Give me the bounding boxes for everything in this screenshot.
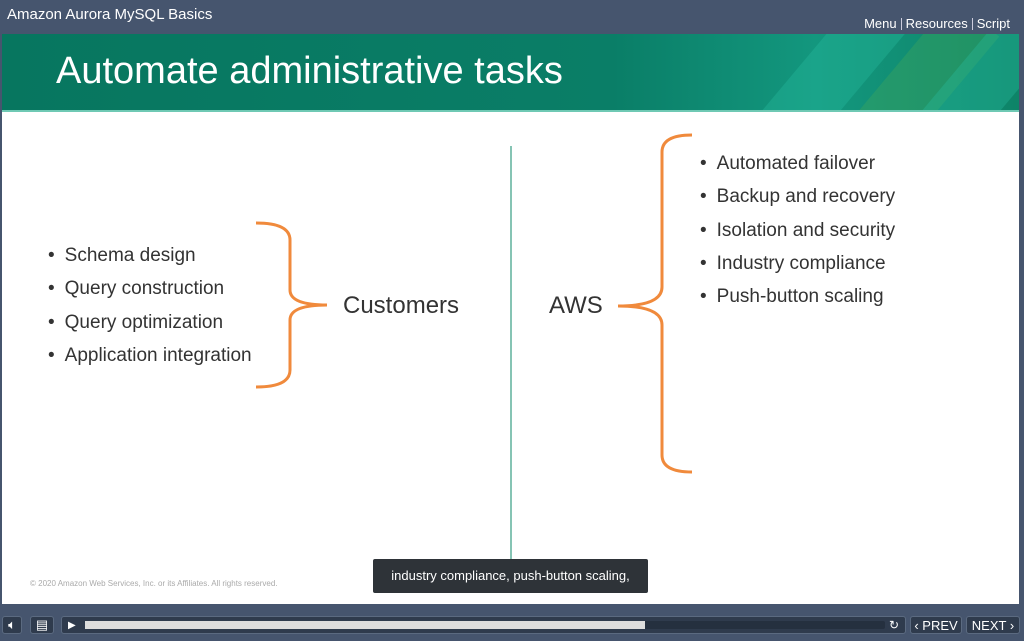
aws-list: Automated failover Backup and recovery I… — [700, 153, 896, 319]
customers-label: Customers — [343, 292, 460, 319]
slide-title: Automate administrative tasks — [56, 50, 563, 92]
captions-icon: ▤ — [35, 617, 49, 632]
customers-brace — [255, 221, 328, 389]
list-item: Automated failover — [700, 153, 895, 186]
volume-icon: 🔈︎ — [8, 617, 16, 632]
list-item: Schema design — [48, 245, 252, 278]
next-button[interactable]: NEXT › — [966, 616, 1020, 634]
aws-label: AWS — [549, 292, 603, 319]
customers-list: Schema design Query construction Query o… — [48, 245, 252, 378]
progress-bar[interactable] — [85, 621, 885, 629]
top-nav: Menu Resources Script — [860, 16, 1014, 30]
list-item: Push-button scaling — [700, 286, 895, 319]
menu-link[interactable]: Menu — [864, 16, 897, 31]
slide-banner: Automate administrative tasks — [2, 34, 1019, 112]
volume-button[interactable]: 🔈︎ — [2, 616, 22, 634]
list-item: Backup and recovery — [700, 186, 896, 219]
captions-button[interactable]: ▤ — [30, 616, 54, 634]
list-item: Query optimization — [48, 312, 252, 345]
progress-fill — [85, 621, 645, 629]
divider — [510, 146, 512, 561]
list-item: Industry compliance — [700, 253, 895, 286]
prev-button[interactable]: ‹ PREV — [910, 616, 962, 634]
list-item: Isolation and security — [700, 220, 896, 253]
list-item: Application integration — [48, 345, 252, 378]
slide: Automate administrative tasks Schema des… — [2, 34, 1019, 604]
replay-icon[interactable]: ↻ — [888, 618, 899, 632]
play-icon[interactable]: ▶ — [68, 619, 76, 631]
resources-link[interactable]: Resources — [900, 17, 972, 30]
caption: industry compliance, push-button scaling… — [373, 559, 648, 593]
aws-brace — [617, 133, 693, 474]
app-title: Amazon Aurora MySQL Basics — [7, 6, 213, 23]
list-item: Query construction — [48, 278, 252, 311]
script-link[interactable]: Script — [971, 17, 1014, 30]
copyright: © 2020 Amazon Web Services, Inc. or its … — [30, 579, 278, 588]
